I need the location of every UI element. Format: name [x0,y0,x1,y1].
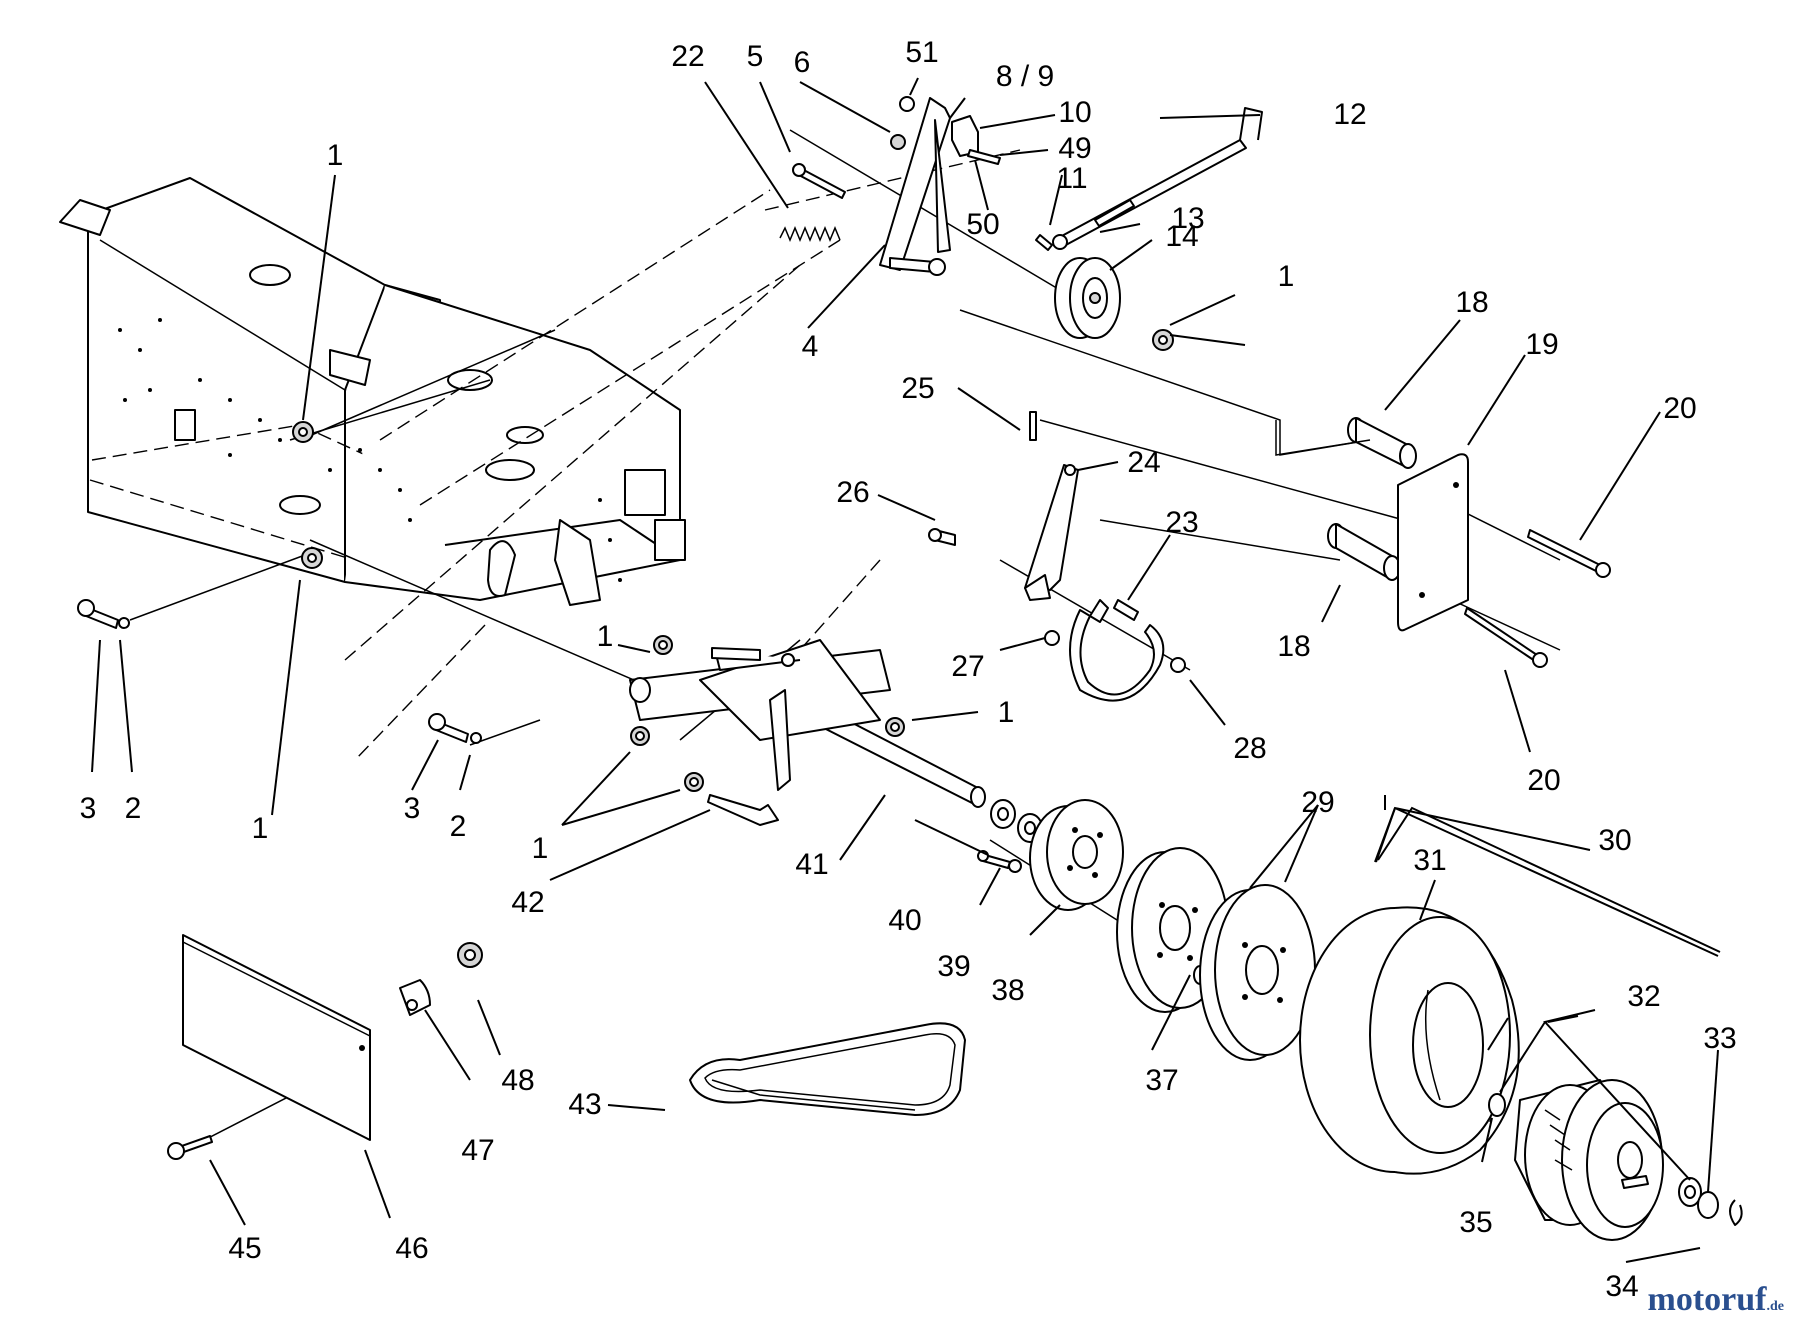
callout-39: 39 [937,950,970,983]
callout-11: 11 [1056,162,1087,195]
callout-33: 33 [1703,1022,1736,1055]
nuts-1-axle [630,635,704,792]
watermark-domain: .de [1766,1299,1785,1314]
pulley-29-outer [1199,884,1316,1061]
callout-24: 24 [1127,446,1160,479]
callout-3: 3 [404,792,421,825]
alignment-lines [344,149,1021,761]
callout-25: 25 [901,372,934,405]
callout-1: 1 [1278,260,1295,293]
brake-lever-24 [1024,464,1079,601]
callout-38: 38 [991,974,1024,1007]
callout-48: 48 [501,1064,534,1097]
callout-13: 13 [1171,202,1204,235]
belt-43 [689,1022,966,1116]
washer-27 [1044,630,1060,646]
callout-4: 4 [802,330,819,363]
callout-37: 37 [1145,1064,1178,1097]
bolt-45 [167,1135,213,1160]
callout-22: 22 [671,40,704,73]
washers-33-34 [1678,1177,1743,1226]
callout-1: 1 [597,620,614,653]
callout-12: 12 [1333,98,1366,131]
plate-46 [182,934,371,1141]
callout-43: 43 [568,1088,601,1121]
callout-32: 32 [1627,980,1660,1013]
callout-1: 1 [327,139,344,172]
site-watermark-logo: motoruf.de [1648,1281,1784,1319]
callout-31: 31 [1413,844,1446,877]
upper-linkage [779,96,1263,276]
callout-6: 6 [794,46,811,79]
callout-1: 1 [252,812,269,845]
callout-35: 35 [1459,1206,1492,1239]
bolt-group-left [77,599,482,744]
callout-28: 28 [1233,732,1266,765]
callout-1: 1 [532,832,549,865]
bushing-26 [928,528,956,546]
callout-19: 19 [1525,328,1558,361]
callout-29: 29 [1301,786,1334,819]
callout-20: 20 [1527,764,1560,797]
callout-51: 51 [905,36,938,69]
callout-3: 3 [80,792,97,825]
washer-28 [1170,657,1186,673]
bushing-35 [1488,1093,1506,1117]
callout-47: 47 [461,1134,494,1167]
callout-8-9: 8 / 9 [996,60,1054,93]
callout-26: 26 [836,476,869,509]
watermark-text: motoruf [1647,1281,1767,1318]
transaxle-hub-32 [1514,1079,1664,1241]
bolts-20 [1464,529,1611,668]
callout-5: 5 [747,40,764,73]
callout-45: 45 [228,1232,261,1265]
callout-40: 40 [888,904,921,937]
callout-2: 2 [125,792,142,825]
pin-25 [1029,411,1037,441]
callout-27: 27 [951,650,984,683]
clamp-47 [399,979,431,1016]
callout-23: 23 [1165,506,1198,539]
nut-48 [457,942,483,968]
nut-1-pulley [1152,329,1174,351]
group-bracket-30 [1377,806,1721,1023]
callout-18: 18 [1277,630,1310,663]
bracket-assembly [629,639,905,791]
spacer-18-top [1347,417,1417,469]
hub-38 [1029,799,1124,911]
callout-50: 50 [966,208,999,241]
wheel-31 [1299,906,1520,1175]
callout-10: 10 [1058,96,1091,129]
callout-2: 2 [450,810,467,843]
callout-46: 46 [395,1232,428,1265]
leader-lines [91,77,1719,1263]
callout-labels: 1 22 5 6 51 8 / 9 10 12 49 11 13 50 14 1… [80,36,1737,1303]
callout-41: 41 [795,848,828,881]
callout-20: 20 [1663,392,1696,425]
frame-housing [59,177,686,606]
callout-14: 14 [1165,220,1198,253]
callout-42: 42 [511,886,544,919]
bolt-40-39 [977,850,1022,873]
idler-pulley-14 [1054,257,1121,339]
plate-19 [1397,453,1469,632]
frame-nuts [292,421,323,569]
brake-band-23 [1069,599,1165,702]
spacer-18-bottom [1327,523,1401,581]
callout-49: 49 [1058,132,1091,165]
callout-30: 30 [1598,824,1631,857]
callout-1: 1 [998,696,1015,729]
break-line [1275,420,1371,456]
callout-34: 34 [1605,1270,1638,1303]
latch-42 [707,794,779,826]
callout-18: 18 [1455,286,1488,319]
